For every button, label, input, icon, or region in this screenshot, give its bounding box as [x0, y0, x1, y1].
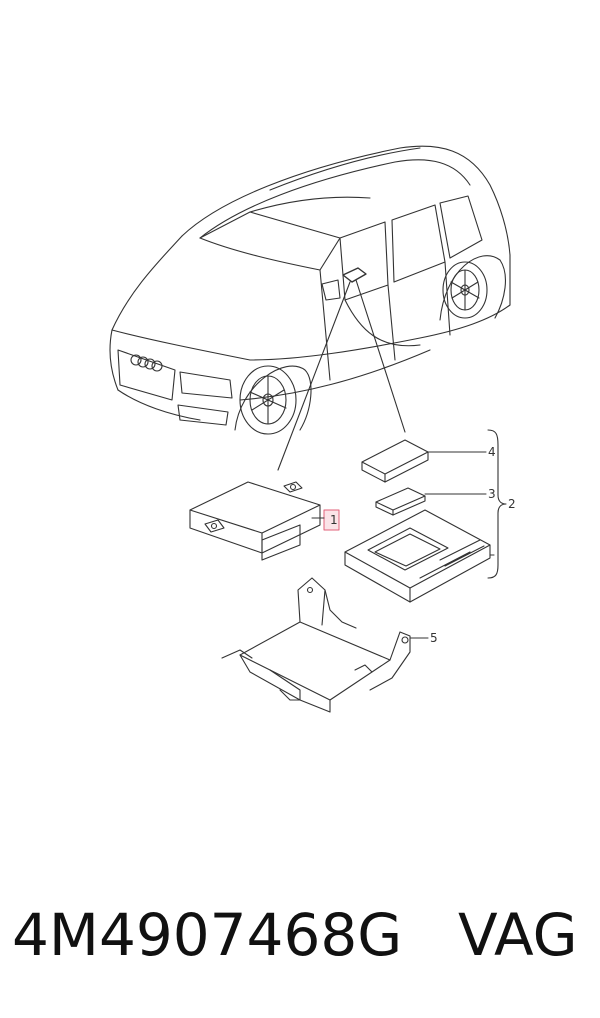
part-number: 4M4907468G — [12, 901, 403, 969]
brand-label: VAG — [458, 901, 578, 969]
callout-4: 4 — [488, 445, 496, 459]
parts-diagram: 1 4 3 2 5 — [109, 145, 516, 713]
callout-2: 2 — [508, 497, 516, 511]
callout-3: 3 — [488, 487, 496, 501]
part-3-module — [375, 487, 426, 516]
part-4-module — [361, 439, 429, 483]
caption: 4M4907468G VAG — [0, 890, 600, 980]
callout-1-highlight — [323, 509, 340, 531]
callout-2-bracket — [487, 429, 507, 579]
leader-lines — [277, 279, 406, 471]
callout-1: 1 — [330, 513, 338, 527]
part-1-control-unit — [189, 481, 321, 561]
vehicle-illustration — [109, 145, 511, 435]
part-5-bracket — [221, 577, 411, 713]
callout-5: 5 — [430, 631, 438, 645]
part-2-main-unit — [344, 509, 491, 603]
